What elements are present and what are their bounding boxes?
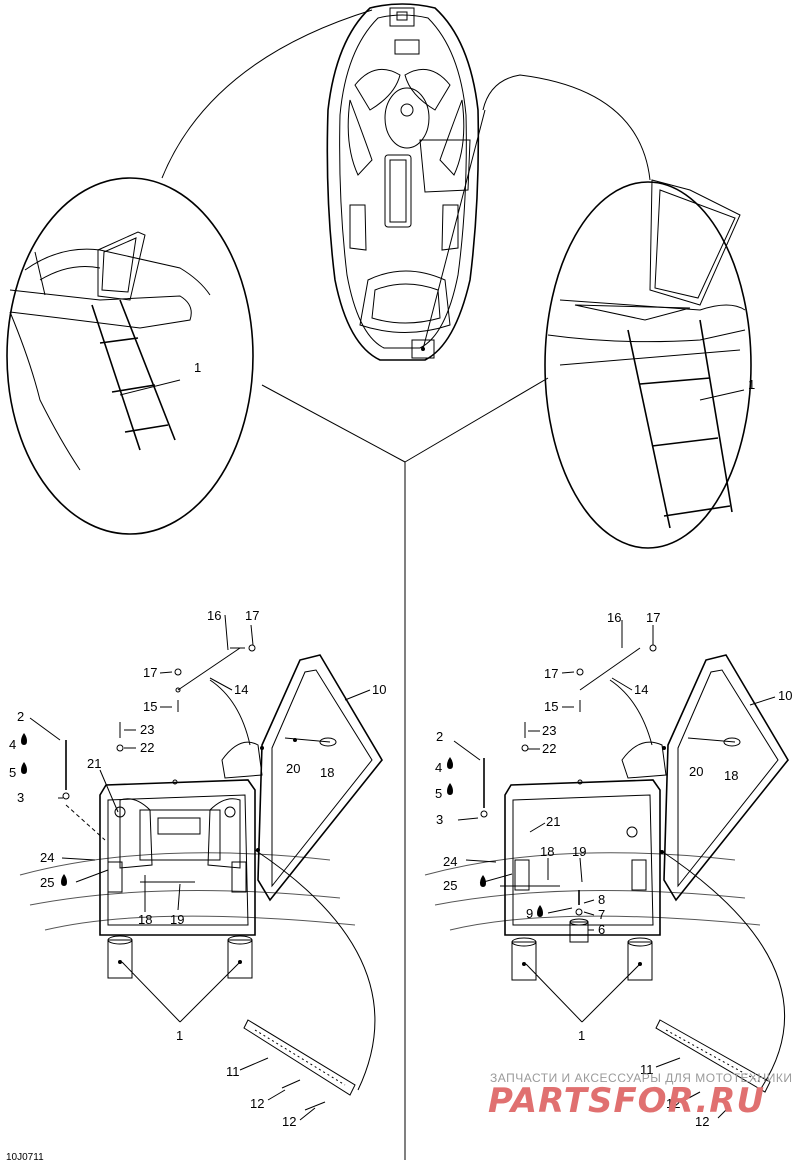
callout-19: 19 [170, 912, 184, 927]
callout-3: 3 [17, 790, 24, 805]
callout-1: 1 [176, 1028, 183, 1043]
callout-5: 5 [435, 786, 442, 801]
exploded-view-left: 16 17 17 14 15 10 2 23 22 4 5 21 20 18 3… [9, 608, 386, 1129]
callout-11: 11 [226, 1064, 240, 1079]
oil-drop-icon [447, 757, 453, 769]
callout-15: 15 [544, 699, 558, 714]
callout-10: 10 [372, 682, 386, 697]
callout-23: 23 [140, 722, 154, 737]
callout-6: 6 [598, 922, 605, 937]
callout-7: 7 [598, 907, 605, 922]
oil-drop-icon [21, 762, 27, 774]
detail-circle-right: 1 [544, 179, 755, 549]
callout-11: 11 [640, 1062, 654, 1077]
callout-3: 3 [436, 812, 443, 827]
callout-15: 15 [143, 699, 157, 714]
callout-12: 12 [695, 1114, 709, 1129]
callout-18: 18 [724, 768, 738, 783]
callout-14: 14 [234, 682, 248, 697]
callout-20: 20 [286, 761, 300, 776]
callout-18: 18 [540, 844, 554, 859]
callout-9: 9 [526, 906, 533, 921]
callout-14: 14 [634, 682, 648, 697]
callout-25: 25 [40, 875, 54, 890]
callout-21: 21 [87, 756, 101, 771]
drawing-code: 10J0711 [6, 1152, 44, 1163]
callout-5: 5 [9, 765, 16, 780]
callout-16: 16 [207, 608, 221, 623]
callout-24: 24 [40, 850, 54, 865]
callout-17: 17 [646, 610, 660, 625]
callout-22: 22 [542, 741, 556, 756]
callout-18: 18 [138, 912, 152, 927]
oil-drop-icon [480, 875, 486, 887]
watermark-tagline: ЗАПЧАСТИ И АКСЕССУАРЫ ДЛЯ МОТОТЕХНИКИ [490, 1071, 792, 1085]
boat-top-view [326, 3, 486, 361]
callout-2: 2 [436, 729, 443, 744]
callout-10: 10 [778, 688, 792, 703]
callout-16: 16 [607, 610, 621, 625]
exploded-view-right: 16 17 17 14 15 10 2 23 22 4 5 20 18 3 21… [424, 610, 792, 1129]
callout-4: 4 [435, 760, 442, 775]
callout-17: 17 [143, 665, 157, 680]
callout-25: 25 [443, 878, 457, 893]
oil-drop-icon [21, 733, 27, 745]
callout-12: 12 [666, 1096, 680, 1111]
callout-4: 4 [9, 737, 16, 752]
callout-18: 18 [320, 765, 334, 780]
callout-20: 20 [689, 764, 703, 779]
watermark-logo: PARTSFOR.RU [488, 1081, 765, 1121]
callout-12: 12 [282, 1114, 296, 1129]
oil-drop-icon [61, 874, 67, 886]
callout-1: 1 [578, 1028, 585, 1043]
callout-24: 24 [443, 854, 457, 869]
callout-1-top-left: 1 [194, 360, 201, 375]
callout-2: 2 [17, 709, 24, 724]
callout-1-top-right: 1 [748, 377, 755, 392]
callout-17: 17 [245, 608, 259, 623]
oil-drop-icon [447, 783, 453, 795]
detail-circle-left: 1 [6, 177, 254, 535]
callout-22: 22 [140, 740, 154, 755]
callout-21: 21 [546, 814, 560, 829]
callout-12: 12 [250, 1096, 264, 1111]
callout-19: 19 [572, 844, 586, 859]
callout-23: 23 [542, 723, 556, 738]
callout-17: 17 [544, 666, 558, 681]
oil-drop-icon [537, 905, 543, 917]
callout-8: 8 [598, 892, 605, 907]
